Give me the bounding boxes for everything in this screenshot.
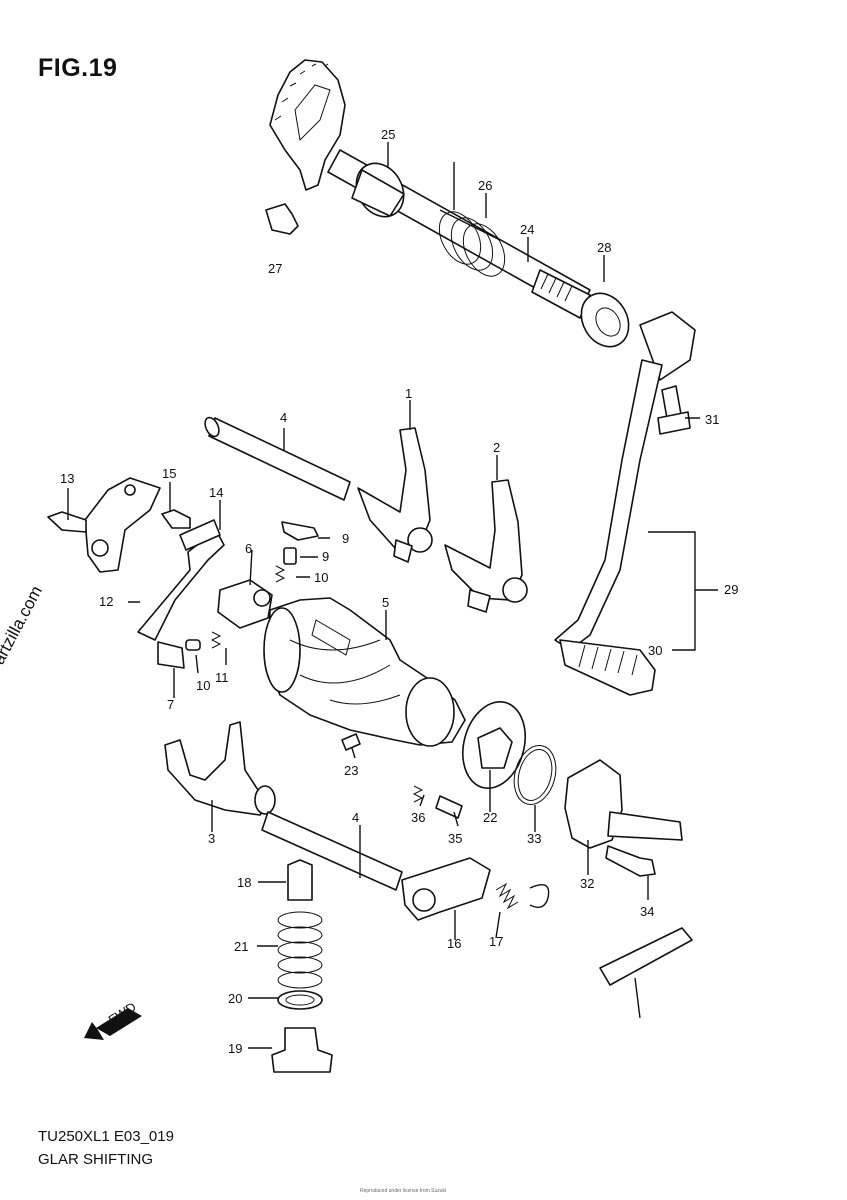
callout-3: 3 [208, 831, 215, 846]
callout-9a: 9 [322, 549, 329, 564]
callout-5: 5 [382, 595, 389, 610]
callout-33: 34 [640, 904, 654, 919]
callout-30: 31 [705, 412, 719, 427]
callout-13: 14 [209, 485, 223, 500]
fwd-arrow-icon: FWD [84, 999, 142, 1040]
fork-shaft-lower [261, 811, 403, 891]
callout-6: 6 [245, 541, 252, 556]
callout-24: 25 [381, 127, 395, 142]
callout-21: 22 [483, 810, 497, 825]
callout-29: 30 [648, 643, 662, 658]
callout-11: 12 [99, 594, 113, 609]
shift-arm-parts [401, 857, 550, 921]
model-code: TU250XL1 E03_019 [38, 1128, 174, 1145]
callout-7: 7 [167, 697, 174, 712]
gear-shift-lever-part [554, 311, 696, 696]
figure-subtitle: GLAR SHIFTING [38, 1151, 154, 1168]
callout-20: 21 [234, 939, 248, 954]
callout-15: 16 [447, 936, 461, 951]
callout-31: 32 [580, 876, 594, 891]
callout-27: 28 [597, 240, 611, 255]
callout-23: 24 [520, 222, 534, 237]
figure-title: FIG.19 [38, 54, 118, 82]
callout-4a: 4 [280, 410, 287, 425]
callout-32: 33 [527, 831, 541, 846]
callout-1: 1 [405, 386, 412, 401]
callout-2: 2 [493, 440, 500, 455]
callout-22: 23 [344, 763, 358, 778]
copyright-note: Reproduced under license from Suzuki [360, 1188, 447, 1194]
fork-shaft-upper [208, 417, 351, 501]
small-parts-left [47, 477, 319, 669]
gear-shift-shaft-part [265, 59, 630, 348]
leader-lines [67, 142, 718, 1049]
callout-labels: 25 26 24 28 27 31 4 1 2 13 15 14 9 6 9 1… [60, 127, 738, 1056]
callout-9b: 10 [196, 678, 210, 693]
callout-12: 13 [60, 471, 74, 486]
gear-shift-cam [217, 579, 466, 747]
callout-19: 20 [228, 991, 242, 1006]
callout-28: 29 [724, 582, 738, 597]
shift-fork-3 [164, 721, 276, 816]
cover-part [564, 759, 683, 877]
cam-driven-gear [341, 700, 557, 819]
callout-10b: 11 [215, 670, 229, 685]
callout-26: 27 [268, 261, 282, 276]
shift-fork-2 [444, 479, 528, 613]
callout-25: 26 [478, 178, 492, 193]
callout-14: 15 [162, 466, 176, 481]
callout-16: 17 [489, 934, 503, 949]
callout-4b: 4 [352, 810, 359, 825]
callout-35: 36 [411, 810, 425, 825]
callout-17: 18 [237, 875, 251, 890]
callout-10a: 10 [314, 570, 328, 585]
callout-34: 35 [448, 831, 462, 846]
callout-8: 9 [342, 531, 349, 546]
plate-36 [599, 927, 693, 986]
callout-18: 19 [228, 1041, 242, 1056]
shift-fork-1 [357, 427, 433, 563]
stopper-stack [271, 859, 333, 1073]
